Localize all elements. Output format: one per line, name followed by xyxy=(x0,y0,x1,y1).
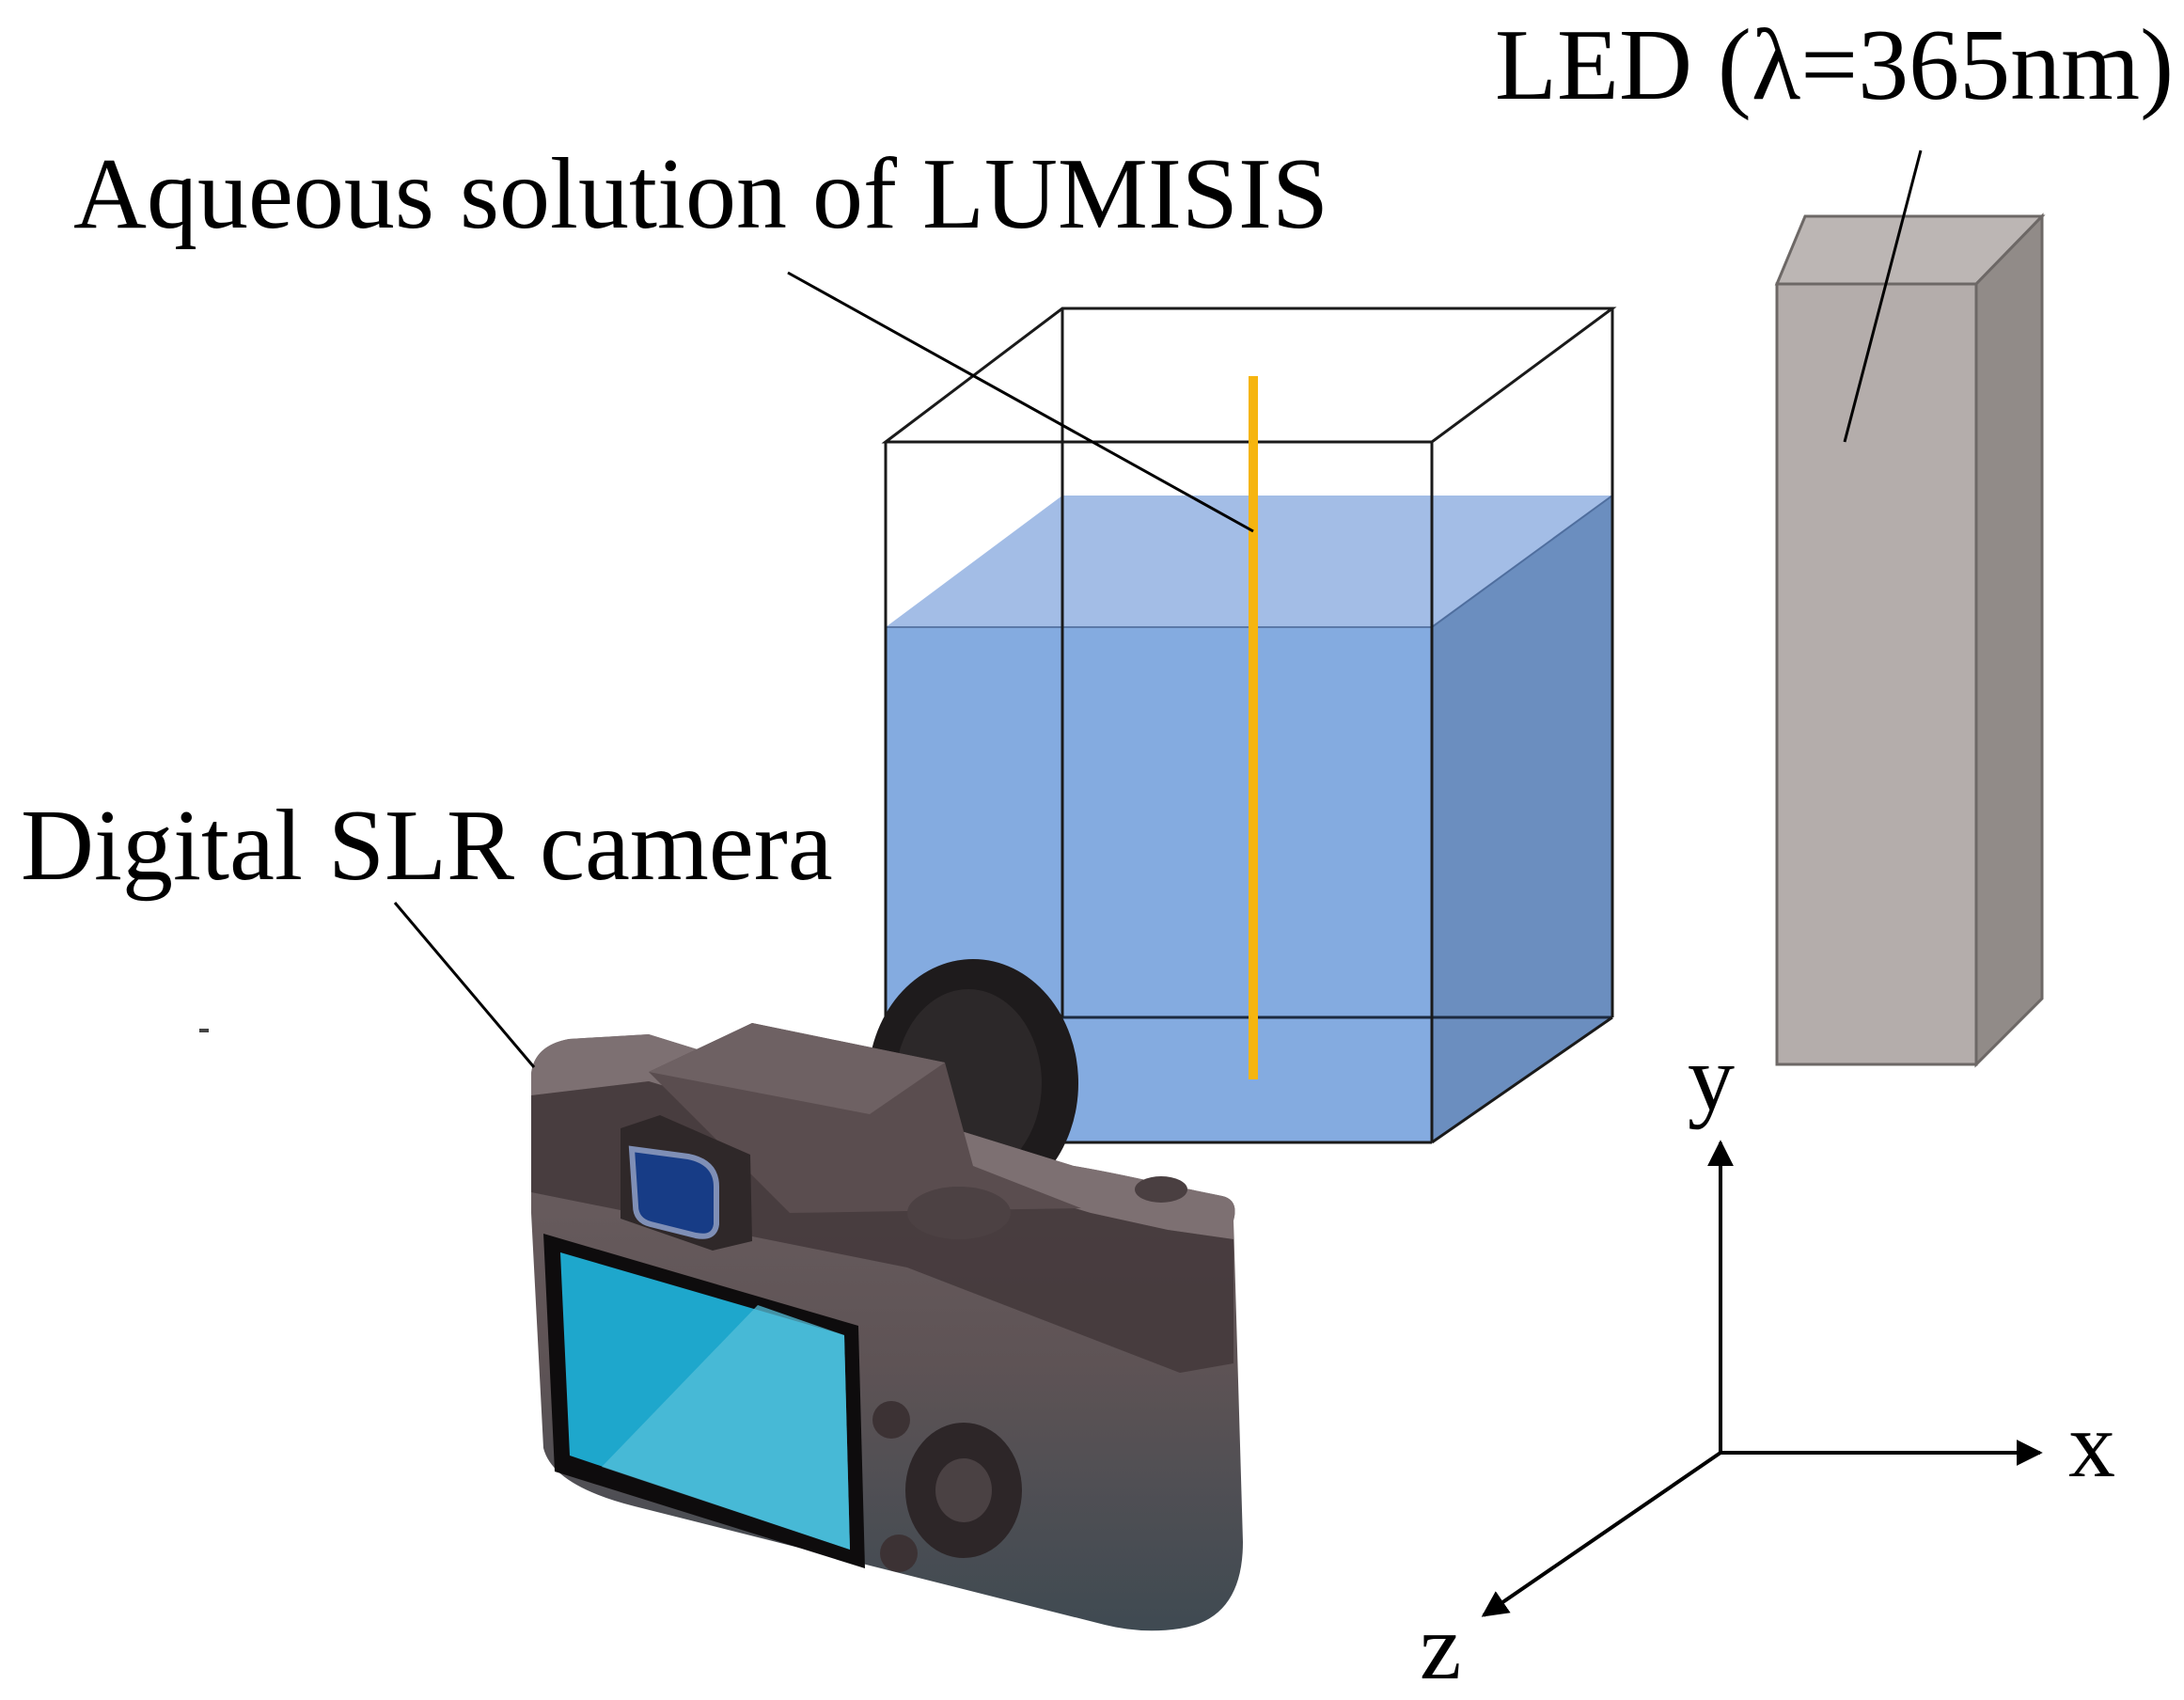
camera-button-upper xyxy=(872,1401,910,1439)
led-side-face xyxy=(1974,212,2044,1068)
camera-leader-line xyxy=(393,902,536,1068)
coordinate-axes xyxy=(1481,1140,2043,1617)
led-front-face xyxy=(1775,282,1978,1066)
y-axis-label: y xyxy=(1688,1026,1735,1130)
x-axis-label: x xyxy=(2068,1393,2115,1497)
camera-label: Digital SLR camera xyxy=(21,790,833,902)
z-axis xyxy=(1481,1451,1722,1617)
camera-button-lower xyxy=(880,1535,918,1572)
z-axis-label: z xyxy=(1420,1595,1461,1699)
led-leader-line xyxy=(1843,150,1923,443)
camera-mode-dial xyxy=(907,1187,1011,1239)
water-top-right-edge xyxy=(1431,495,1613,628)
led-label: LED (λ=365nm) xyxy=(1495,9,2174,121)
camera-icon xyxy=(531,959,1243,1631)
solution-label: Aqueous solution of LUMISIS xyxy=(73,138,1328,250)
camera-shutter-button xyxy=(1135,1176,1187,1203)
solution-leader-line xyxy=(787,271,1254,533)
led-lamp-icon xyxy=(1774,212,2046,1068)
water-side-face xyxy=(1432,496,1612,1142)
